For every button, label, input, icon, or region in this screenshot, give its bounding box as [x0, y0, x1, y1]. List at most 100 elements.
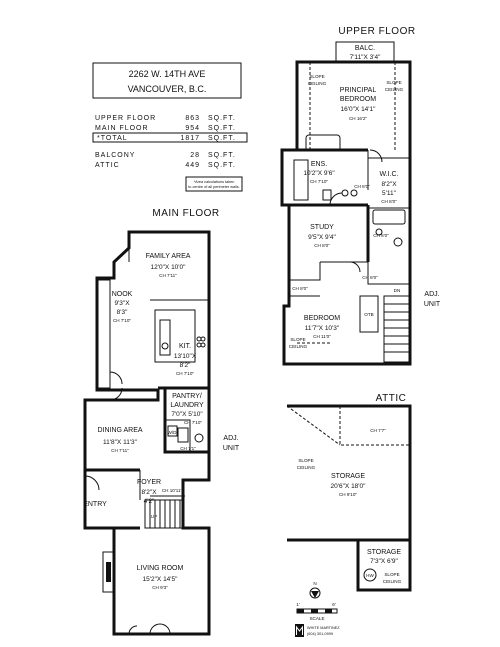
area-unit-balcony: SQ.FT.	[208, 152, 236, 159]
area-label-total: *TOTAL	[97, 135, 128, 142]
main-floor-plan	[83, 230, 211, 636]
pantry-name2: LAUNDRY	[170, 402, 204, 409]
bedroom-slope-1: SLOPE	[290, 337, 305, 342]
area-label-attic: ATTIC	[95, 162, 120, 169]
attic-storage-name: STORAGE	[331, 473, 365, 480]
principal-name1: PRINCIPAL	[340, 87, 377, 94]
address-line2: VANCOUVER, B.C.	[128, 84, 207, 94]
bedroom-name: BEDROOM	[304, 315, 340, 322]
principal-name2: BEDROOM	[340, 96, 376, 103]
attic-storage2-dim: 7'3"X 6'9"	[370, 558, 398, 565]
main-unit-label: UNIT	[223, 445, 240, 452]
attic-storage2-slope-1: SLOPE	[384, 572, 399, 577]
wic-dim2: 5'11"	[382, 190, 397, 197]
nook-ch: CH 7'10"	[113, 318, 131, 323]
principal-dim: 16'0"X 14'1"	[341, 106, 377, 113]
logo-phone: (604) 301-0999	[307, 632, 333, 636]
bath-ch: CH 8'0"	[373, 233, 389, 238]
wic-dim1: 8'2"X	[381, 181, 397, 188]
attic-plan	[286, 404, 412, 592]
attic-heading: ATTIC	[376, 393, 407, 404]
family-area-ch: CH 7'11"	[159, 273, 177, 278]
study-name: STUDY	[310, 224, 334, 231]
attic-storage2-name: STORAGE	[367, 549, 401, 556]
area-note-1: *Area calculations taken	[194, 180, 235, 184]
area-value-balcony: 28	[190, 152, 200, 159]
legend: N 1' 6' SCALE WHITE MARTINEZ (604) 301-0…	[295, 581, 340, 637]
nook-name: NOOK	[112, 291, 133, 298]
address-line1: 2262 W. 14TH AVE	[129, 69, 206, 79]
scale-label: SCALE	[309, 616, 324, 621]
balcony-name: BALC.	[355, 45, 375, 52]
nook-dim2: 8'3"	[117, 309, 128, 316]
area-note-2: to centre of all perimeter walls.	[188, 185, 240, 189]
attic-slope-1: SLOPE	[298, 458, 313, 463]
stairs-down-label: DN	[394, 288, 401, 293]
study-dim: 9'5"X 9'4"	[308, 234, 336, 241]
upper-unit-label: UNIT	[424, 301, 441, 308]
area-unit-attic: SQ.FT.	[208, 162, 236, 169]
scale-6ft: 6'	[332, 602, 336, 607]
kitchen-dim2: 8'2"	[180, 362, 191, 369]
living-room-name: LIVING ROOM	[137, 565, 184, 572]
foyer-ch: CH 10'11"	[162, 488, 183, 493]
bedroom-slope-2: CEILING	[289, 344, 308, 349]
total-box	[92, 132, 248, 143]
pantry-dim: 7'0"X 5'10"	[171, 411, 203, 418]
family-area-name: FAMILY AREA	[146, 253, 191, 260]
area-value-total: 1817	[180, 135, 200, 142]
wic-ch: CH 8'0"	[381, 199, 397, 204]
foyer-name: FOYER	[137, 479, 161, 486]
upper-slope-left-1: SLOPE	[309, 74, 324, 79]
scale-1ft: 1'	[296, 602, 300, 607]
study-ch: CH 8'0"	[314, 243, 330, 248]
area-label-upper: UPPER FLOOR	[95, 115, 156, 122]
area-label-main: MAIN FLOOR	[95, 125, 149, 132]
scale-bar	[296, 608, 338, 614]
pantry-ch: CH 7'10"	[184, 420, 202, 425]
living-room-ch: CH 9'3"	[152, 585, 168, 590]
area-value-upper: 863	[185, 115, 200, 122]
attic-storage-dim: 20'6"X 18'0"	[331, 483, 367, 490]
hot-water-label: HW	[366, 573, 374, 578]
hall2-ch: CH 8'0"	[292, 286, 308, 291]
area-note-box	[185, 176, 243, 192]
wic-name: W.I.C.	[379, 171, 398, 178]
kitchen-name: KIT.	[179, 343, 191, 350]
area-unit-main: SQ.FT.	[208, 125, 236, 132]
upper-slope-left-2: CEILING	[308, 81, 327, 86]
washer-dryer-label: W/D	[168, 430, 178, 435]
dining-area-name: DINING AREA	[97, 427, 142, 434]
foyer-dim2: 4'2"	[144, 498, 155, 505]
upper-adj-label: ADJ.	[424, 291, 439, 298]
nook-dim1: 9'3"X	[114, 300, 130, 307]
principal-ch: CH 16'2"	[349, 116, 367, 121]
upper-slope-right-1: SLOPE	[386, 80, 401, 85]
upper-floor-heading: UPPER FLOOR	[338, 26, 415, 37]
hall-ch: CH 8'0"	[362, 275, 378, 280]
area-label-balcony: BALCONY	[95, 152, 135, 159]
ensuite-side-ch: CH 8'0"	[354, 184, 370, 189]
kitchen-dim1: 13'10"X	[174, 353, 197, 360]
attic-storage2-slope-2: CEILING	[383, 579, 402, 584]
attic-slope-2: CEILING	[297, 465, 316, 470]
logo-brand: WHITE MARTINEZ	[307, 626, 340, 630]
area-table: UPPER FLOOR 863 SQ.FT. MAIN FLOOR 954 SQ…	[92, 115, 248, 192]
balcony-dim: 7'11"X 3'4"	[350, 54, 382, 61]
main-floor-heading: MAIN FLOOR	[152, 208, 219, 219]
bedroom-dim: 11'7"X 10'3"	[305, 325, 340, 332]
area-value-main: 954	[185, 125, 200, 132]
living-room-dim: 15'2"X 14'5"	[143, 576, 179, 583]
upper-slope-right-2: CEILING	[385, 87, 404, 92]
ensuite-dim: 10'2"X 9'6"	[303, 170, 335, 177]
main-adj-label: ADJ.	[223, 435, 238, 442]
area-value-attic: 449	[185, 162, 200, 169]
kitchen-ch: CH 7'10"	[176, 371, 194, 376]
area-unit-upper: SQ.FT.	[208, 115, 236, 122]
upper-floor-plan	[280, 41, 412, 366]
dining-area-ch: CH 7'11"	[111, 448, 129, 453]
ensuite-ch: CH 7'10"	[310, 179, 328, 184]
pantry-ch-small: CH 7'1"	[180, 446, 196, 451]
entry-label: ENTRY	[83, 501, 107, 508]
